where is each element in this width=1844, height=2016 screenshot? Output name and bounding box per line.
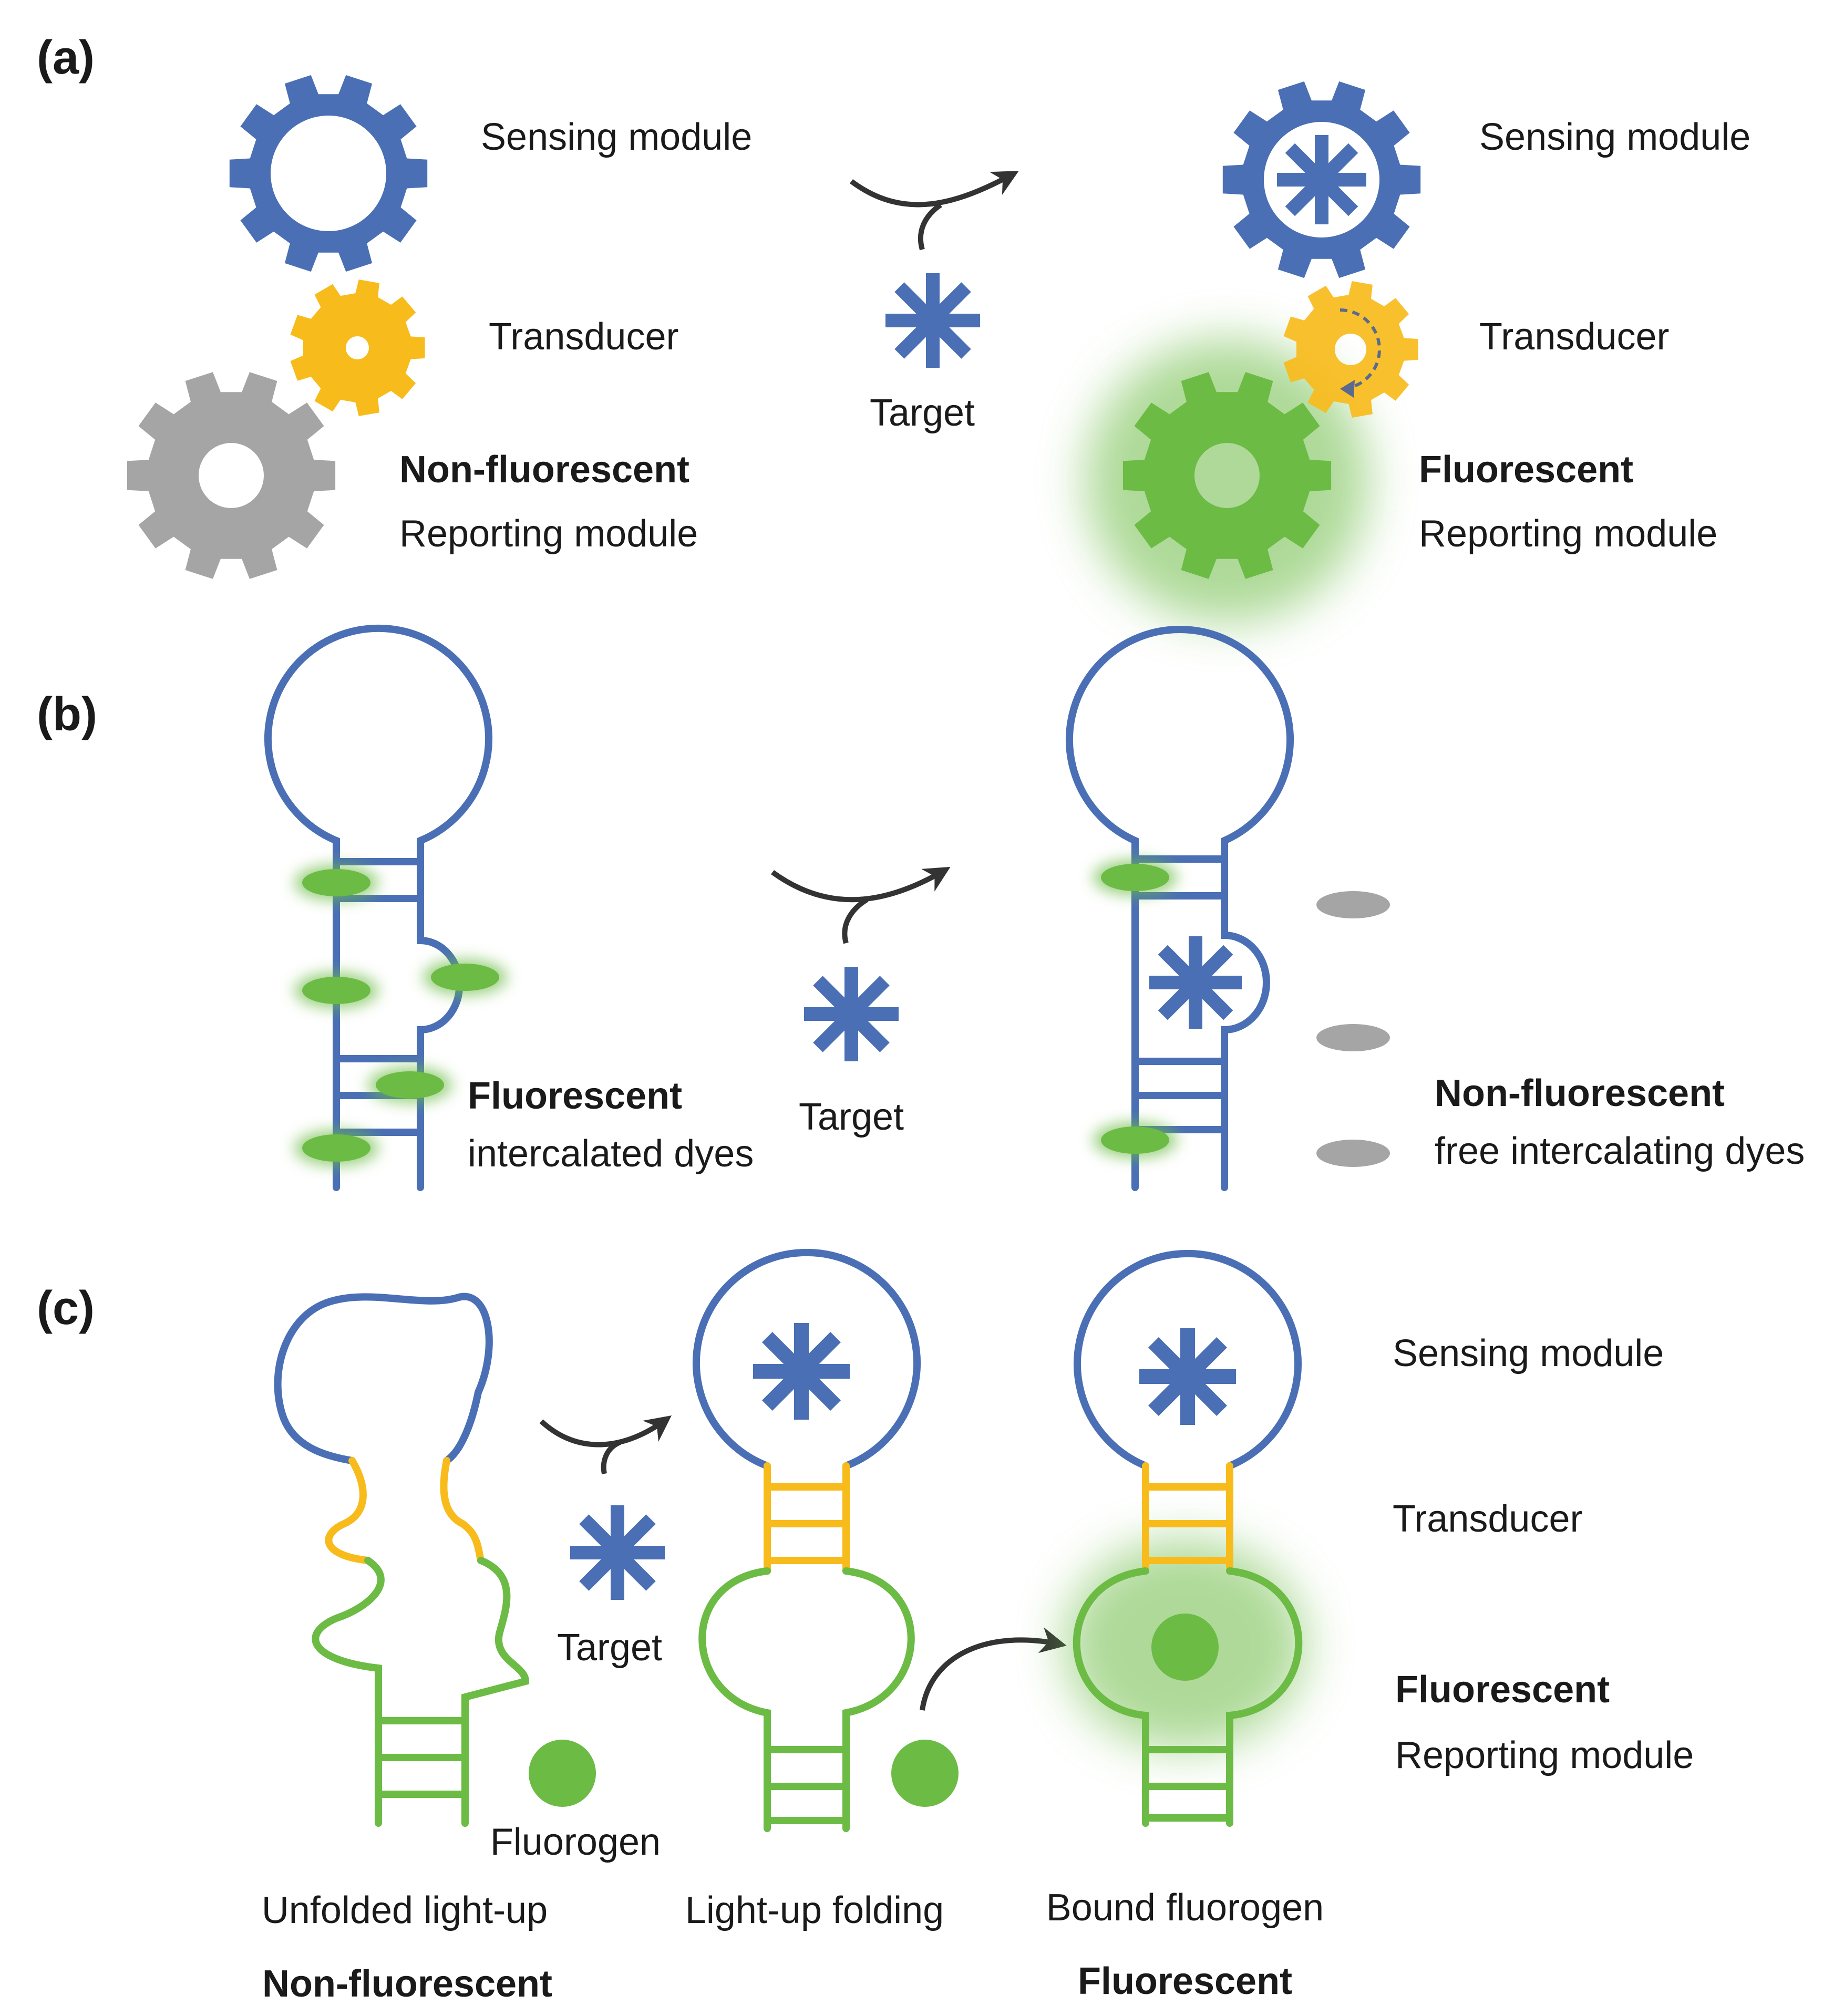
reporting-module-label-c: Reporting module [1395, 1734, 1694, 1776]
non-fluorescent-label-b: Non-fluorescent [1435, 1072, 1725, 1114]
unfolded-light-up [274, 1293, 530, 1827]
caption-unfolded: Unfolded light-up [262, 1889, 548, 1931]
target-label-b: Target [799, 1096, 904, 1138]
fluorescent-label: Fluorescent [1419, 449, 1633, 491]
target-bound-c2-icon [1139, 1328, 1236, 1425]
fluorogen-free-icon [891, 1740, 959, 1807]
target-label: Target [870, 392, 975, 434]
reaction-arrow-icon [850, 171, 1019, 208]
sensing-module-label-right: Sensing module [1479, 116, 1750, 158]
panel-a-tag: (a) [37, 32, 95, 84]
bound-fluorogen-icon [1151, 1614, 1219, 1681]
reporting-gear-icon [127, 372, 336, 579]
transducer-label: Transducer [489, 316, 678, 358]
intercalated-dyes-label: intercalated dyes [468, 1133, 754, 1175]
intercalated-dyes [294, 865, 507, 1166]
reaction-arrow-b-icon [771, 866, 951, 903]
target-bound-b-icon [1149, 936, 1242, 1029]
fluorogen-icon [529, 1740, 596, 1807]
panel-c-tag: (c) [37, 1282, 95, 1335]
reporting-gear-fluorescent-icon [1122, 372, 1332, 579]
transducer-gear-icon [290, 280, 425, 416]
folding-arrow-branch [601, 1440, 622, 1474]
sensing-gear-icon [229, 75, 428, 272]
reporting-module-label: Reporting module [399, 513, 698, 555]
target-icon [885, 273, 980, 368]
panel-b-tag: (b) [37, 688, 97, 741]
folding-arrow-icon [539, 1415, 672, 1448]
binding-arrow-icon [920, 1627, 1067, 1711]
caption-folding: Light-up folding [685, 1889, 944, 1931]
transducer-label-right: Transducer [1479, 316, 1669, 358]
hairpin-target-bound [1066, 626, 1294, 1191]
transducer-label-c: Transducer [1393, 1498, 1582, 1540]
remaining-dyes [1093, 860, 1177, 1158]
hairpin-with-dyes [264, 624, 492, 1191]
fluorescent-label-c: Fluorescent [1395, 1669, 1610, 1711]
fluorogen-label: Fluorogen [490, 1821, 661, 1863]
reaction-arrow-branch [918, 202, 942, 251]
target-c-icon [570, 1505, 665, 1600]
caption-bound: Bound fluorogen [1046, 1887, 1324, 1929]
target-b-icon [804, 967, 899, 1061]
light-up-folded [693, 1248, 921, 1832]
free-dyes-label: free intercalating dyes [1435, 1130, 1805, 1172]
sensing-module-label: Sensing module [481, 116, 752, 158]
target-bound-c-icon [753, 1323, 850, 1420]
free-dyes [1316, 891, 1390, 1167]
state-fluorescent-c: Fluorescent [1078, 1960, 1292, 2002]
target-label-c: Target [557, 1627, 662, 1669]
reporting-module-label-right: Reporting module [1419, 513, 1717, 555]
reaction-arrow-b-branch [842, 897, 869, 944]
non-fluorescent-label: Non-fluorescent [399, 449, 689, 491]
state-non-fluorescent-c: Non-fluorescent [262, 1963, 552, 2005]
transducer-gear-rotating-icon [1283, 281, 1418, 418]
fluorescent-label-b: Fluorescent [468, 1075, 682, 1117]
sensing-gear-bound-icon [1222, 81, 1421, 278]
light-up-bound [1073, 1249, 1303, 1827]
sensing-module-label-c: Sensing module [1393, 1332, 1664, 1374]
